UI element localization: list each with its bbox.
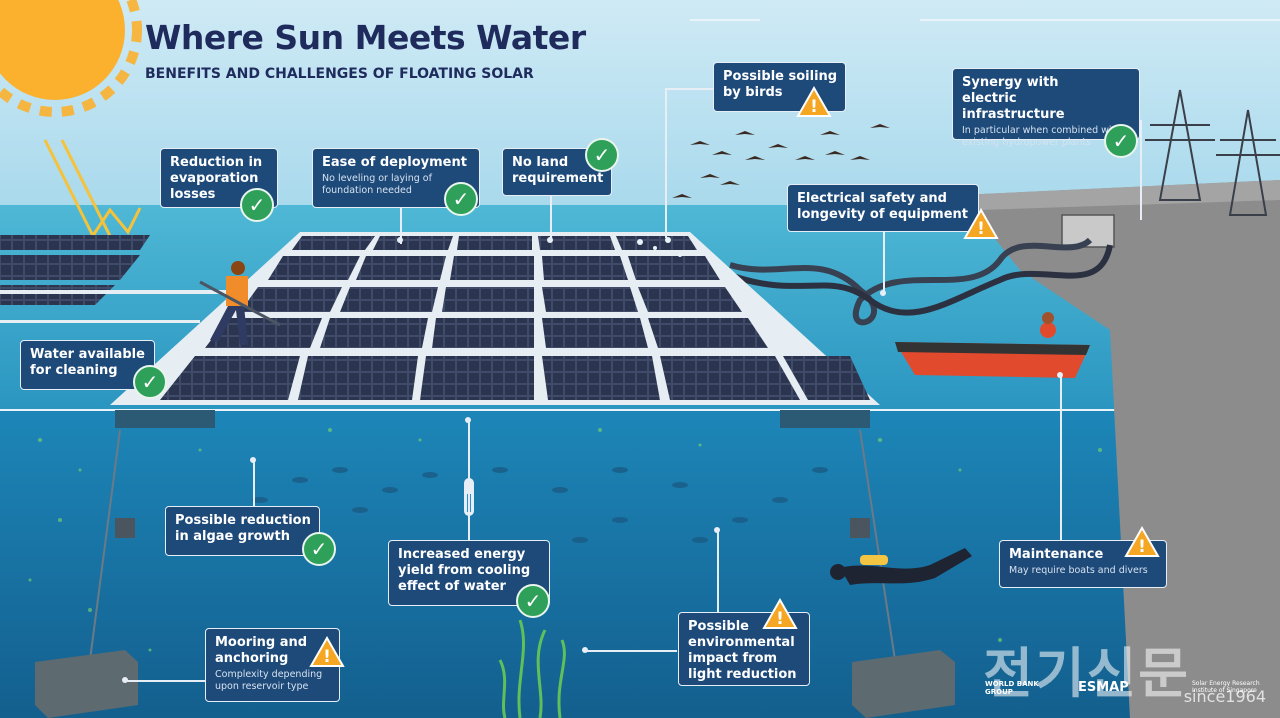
callout-soiling-heading: Possible soiling by birds — [723, 69, 838, 100]
newspaper-watermark: 전기신문 — [983, 642, 1190, 705]
callout-algae-heading: Possible reduction in algae growth — [175, 513, 311, 544]
leader-deployment — [400, 208, 402, 244]
check-icon: ✓ — [516, 584, 550, 618]
callout-environmental-heading: Possible environmental impact from light… — [688, 619, 797, 682]
leader-dot-env-left — [582, 647, 588, 653]
check-icon: ✓ — [585, 138, 619, 172]
leader-soiling-vertical — [665, 88, 667, 238]
world-bank-logo: WORLD BANK GROUP — [985, 680, 1039, 696]
warning-icon: ! — [1124, 526, 1160, 557]
warning-icon: ! — [796, 86, 832, 117]
leader-land — [550, 195, 552, 240]
callout-soiling: Possible soiling by birds — [713, 62, 846, 112]
leader-dot-electrical — [880, 290, 886, 296]
page-subtitle: BENEFITS AND CHALLENGES OF FLOATING SOLA… — [145, 66, 534, 82]
seris-logo: Solar Energy Research Institute of Singa… — [1192, 680, 1260, 694]
leader-environmental-horizontal — [585, 650, 677, 652]
check-icon: ✓ — [133, 365, 167, 399]
leader-mooring — [125, 680, 205, 682]
callout-mooring-heading: Mooring and anchoring — [215, 635, 308, 666]
leader-dot-mooring — [122, 677, 128, 683]
leader-dot-deployment — [397, 237, 403, 243]
leader-maintenance — [1060, 375, 1062, 540]
callout-evaporation-heading: Reduction in evaporation losses — [170, 155, 263, 202]
esmap-logo: ESMAP — [1078, 680, 1129, 695]
callout-mooring-sub: Complexity depending upon reservoir type — [215, 669, 323, 692]
callout-land-heading: No land requirement — [512, 155, 604, 186]
callout-cleaning-heading: Water available for cleaning — [30, 347, 145, 378]
svg-text:!: ! — [323, 647, 331, 667]
leader-cooling — [468, 420, 470, 540]
callout-synergy-heading: Synergy with electric infrastructure — [962, 75, 1065, 122]
callout-synergy-sub: In particular when combined with existin… — [962, 125, 1122, 148]
leader-electrical — [883, 228, 885, 293]
check-icon: ✓ — [444, 182, 478, 216]
leader-dot-environmental — [714, 527, 720, 533]
callout-electrical-heading: Electrical safety and longevity of equip… — [797, 191, 968, 222]
callout-electrical: Electrical safety and longevity of equip… — [787, 184, 979, 232]
leader-dot-land — [547, 237, 553, 243]
svg-text:!: ! — [776, 609, 784, 629]
leader-synergy — [1140, 120, 1142, 220]
callout-synergy: Synergy with electric infrastructure In … — [952, 68, 1140, 148]
svg-text:!: ! — [1138, 537, 1146, 557]
warning-icon: ! — [963, 208, 999, 239]
callout-algae: Possible reduction in algae growth — [165, 506, 320, 556]
svg-text:!: ! — [810, 97, 818, 117]
leader-dot-maintenance — [1057, 372, 1063, 378]
leader-dot-algae — [250, 457, 256, 463]
leader-algae — [253, 460, 255, 506]
svg-text:!: ! — [977, 219, 985, 239]
check-icon: ✓ — [302, 532, 336, 566]
callout-cleaning: Water available for cleaning — [20, 340, 155, 390]
check-icon: ✓ — [1104, 124, 1138, 158]
warning-icon: ! — [309, 636, 345, 667]
callout-maintenance-heading: Maintenance — [1009, 547, 1104, 562]
watermark-since: since1964 — [1183, 687, 1266, 706]
leader-soiling — [665, 88, 713, 90]
callout-cooling-heading: Increased energy yield from cooling effe… — [398, 547, 531, 594]
page-title: Where Sun Meets Water — [145, 18, 586, 57]
leader-environmental — [717, 530, 719, 612]
leader-dot-cooling — [465, 417, 471, 423]
callout-deployment-sub: No leveling or laying of foundation need… — [322, 173, 432, 196]
callout-maintenance-sub: May require boats and divers — [1009, 565, 1148, 576]
check-icon: ✓ — [240, 188, 274, 222]
warning-icon: ! — [762, 598, 798, 629]
callout-deployment-heading: Ease of deployment — [322, 155, 467, 170]
